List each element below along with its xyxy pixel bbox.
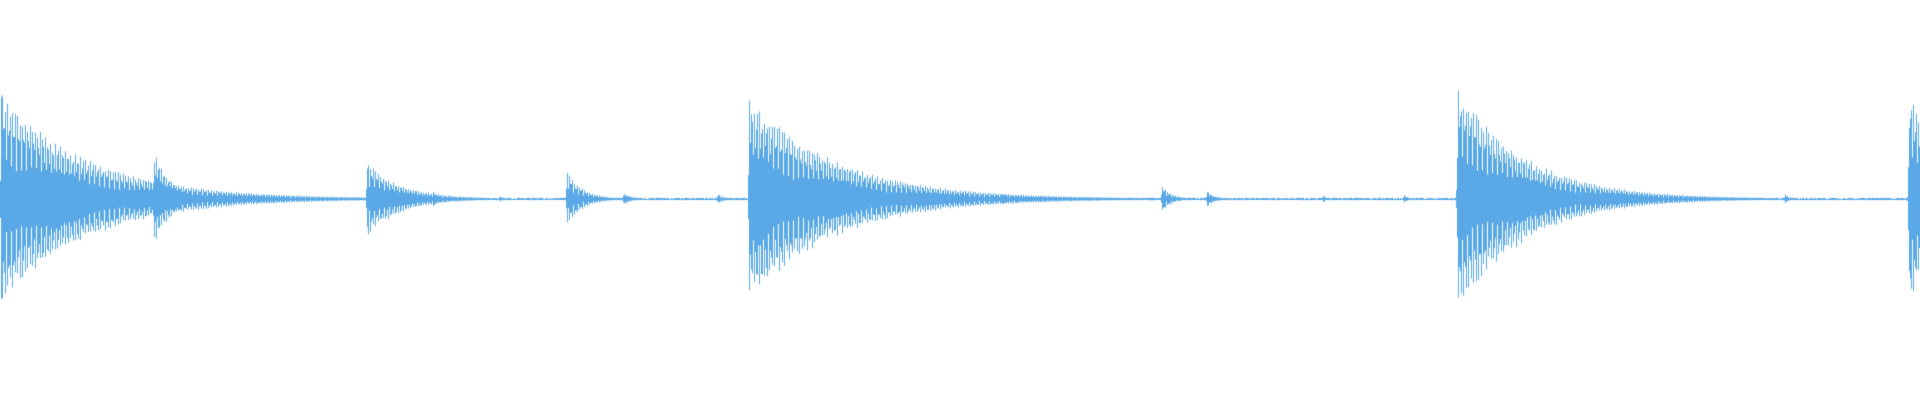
audio-waveform	[0, 0, 1920, 400]
